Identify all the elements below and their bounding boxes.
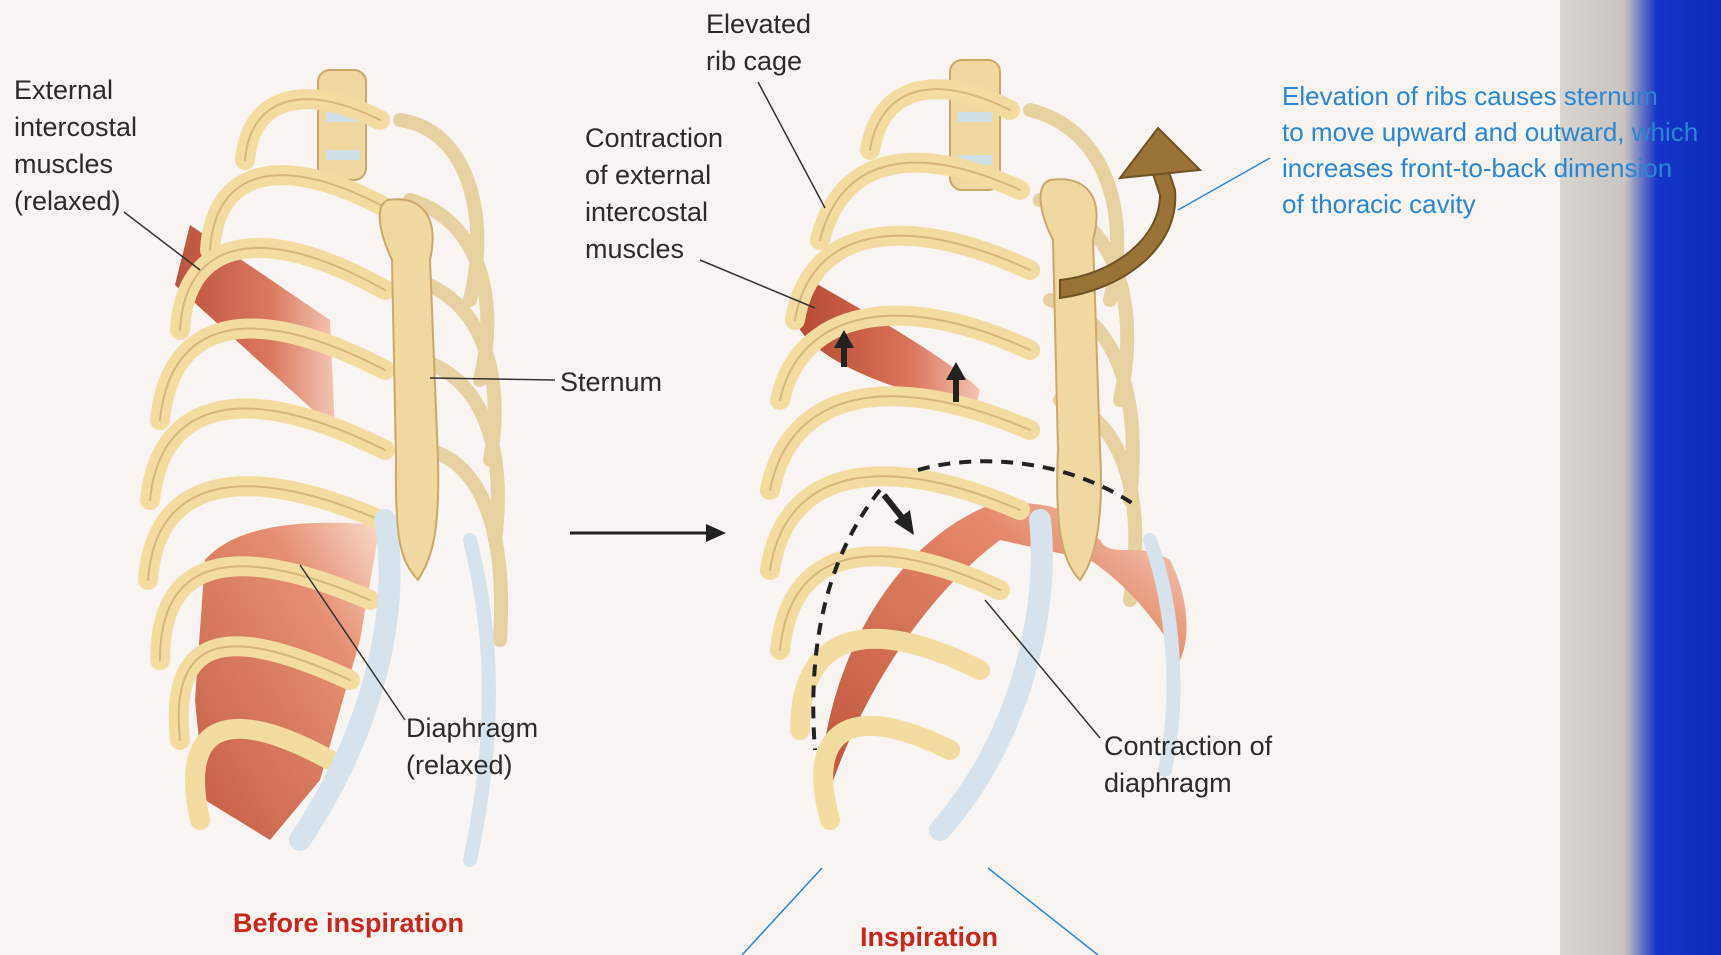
label-elevated-rib-cage: Elevated rib cage	[706, 6, 811, 80]
label-diaphragm-relaxed: Diaphragm (relaxed)	[406, 710, 538, 784]
label-sternum: Sternum	[560, 364, 662, 401]
caption-before-inspiration: Before inspiration	[233, 908, 464, 939]
spine	[318, 70, 366, 180]
spine-disc	[958, 112, 992, 122]
costal-cartilage-back	[470, 540, 489, 860]
caption-inspiration: Inspiration	[860, 922, 998, 953]
label-contraction-diaphragm: Contraction of diaphragm	[1104, 728, 1272, 802]
label-external-intercostal-relaxed: External intercostal muscles (relaxed)	[14, 72, 137, 220]
motion-arrow-icon	[570, 524, 726, 542]
rib-cage-inspiration	[700, 60, 1270, 955]
label-elevation-explanation: Elevation of ribs causes sternum to move…	[1282, 78, 1698, 222]
label-contraction-external-intercostal: Contraction of external intercostal musc…	[585, 120, 723, 268]
diaphragm-arrow-icon	[884, 495, 914, 535]
spine-disc	[326, 150, 360, 160]
